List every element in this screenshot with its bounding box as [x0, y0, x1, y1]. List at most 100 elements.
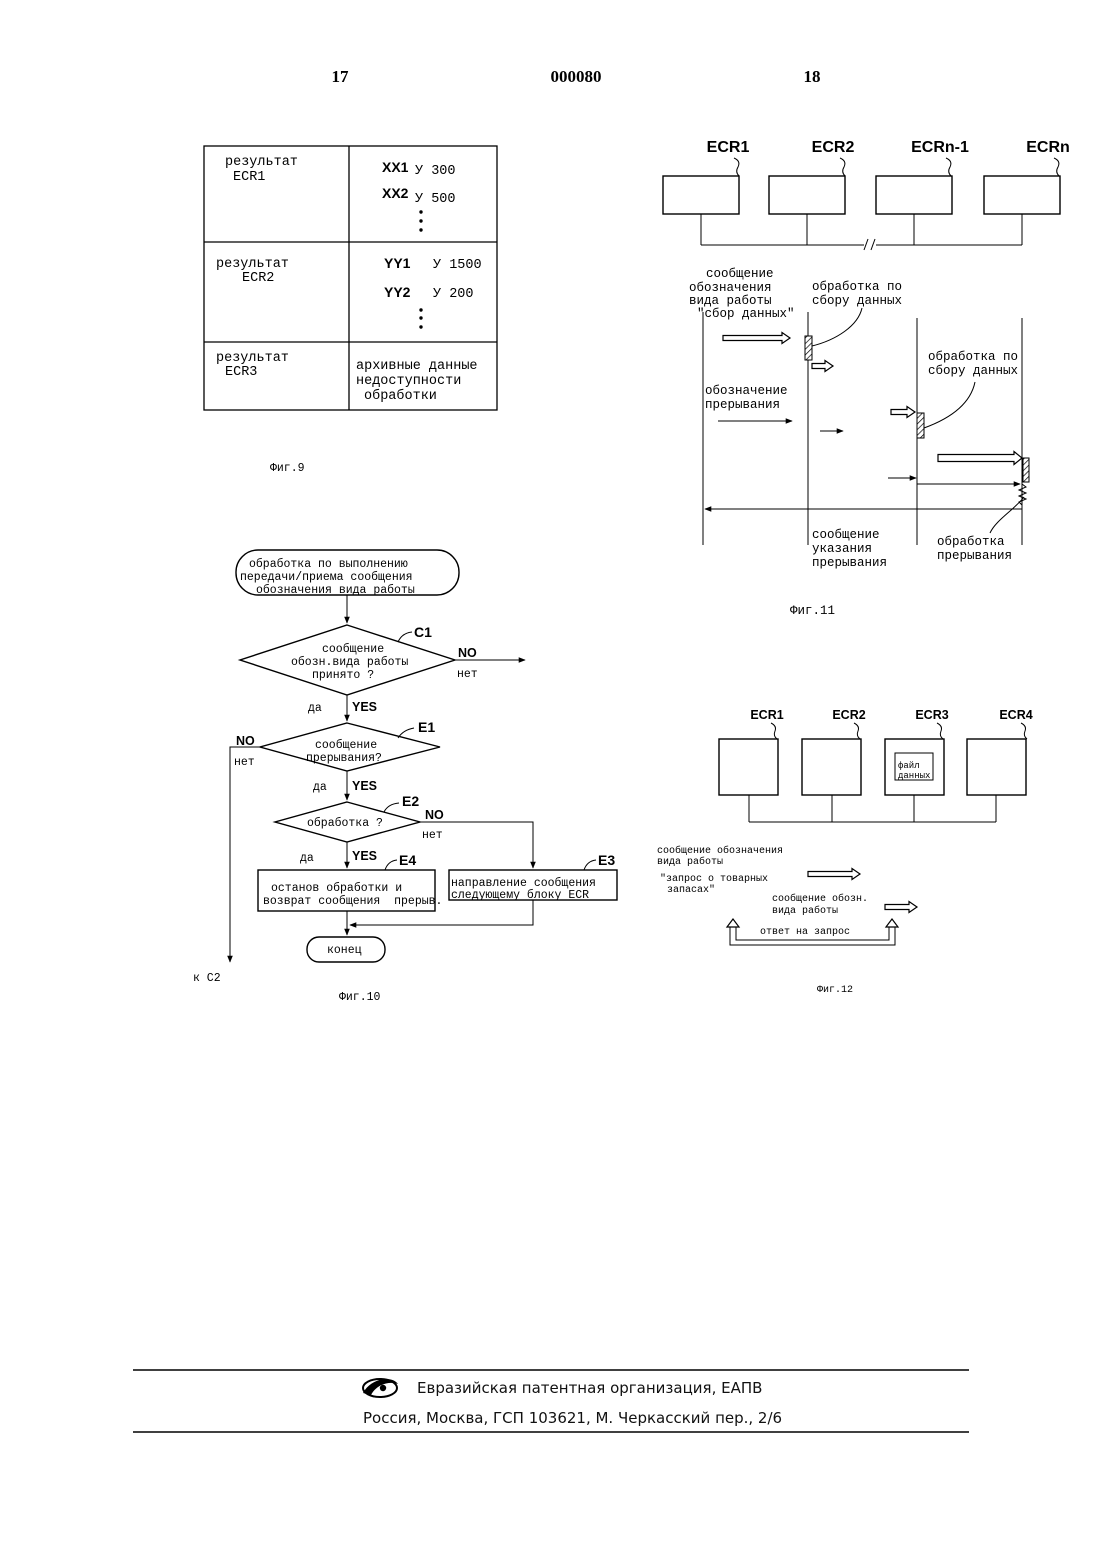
label-leader	[937, 723, 943, 739]
message-label: вида работы	[657, 855, 723, 868]
interrupt-processing-label: обработка	[937, 535, 1005, 549]
flow-arrow	[230, 747, 260, 962]
organization-name: Евразийская патентная организация, ЕАПВ	[417, 1379, 762, 1397]
figure-11-timing-diagram: ECR1 ECR2 ECRn-1 ECRn сообщение обозначе…	[663, 139, 1070, 618]
terminal-text: обработка по выполнению	[249, 558, 408, 571]
unit-label: ECRn	[1026, 139, 1070, 156]
label-leader	[734, 158, 739, 176]
page-header: 17 000080 18	[332, 67, 821, 86]
processing-label: сбору данных	[812, 294, 902, 308]
branch-da: да	[313, 781, 327, 794]
label-leader	[924, 382, 975, 428]
message-label: обозначения	[689, 281, 772, 295]
logo-pupil	[380, 1385, 386, 1391]
step-label: E3	[598, 852, 615, 868]
branch-no: NO	[425, 808, 444, 822]
terminal-text: передачи/приема сообщения	[240, 571, 413, 584]
bus-break-mark	[871, 239, 875, 250]
decision-text: принято ?	[312, 669, 374, 682]
page-number-right: 18	[804, 67, 821, 86]
branch-yes: YES	[352, 779, 377, 793]
item-code: YY2	[384, 284, 411, 300]
figure-caption: Фиг.12	[817, 985, 853, 996]
page-footer: Евразийская патентная организация, ЕАПВ …	[133, 1370, 969, 1432]
figure-10-flowchart: обработка по выполнению передачи/приема …	[193, 550, 617, 1004]
unit-box	[802, 739, 861, 795]
item-code: YY1	[384, 255, 411, 271]
item-value: У 300	[415, 164, 456, 179]
continuation-dots	[419, 210, 422, 231]
dot	[419, 308, 422, 311]
dot	[419, 219, 422, 222]
message-label: вида работы	[772, 904, 838, 917]
message-label: запасах"	[667, 884, 715, 896]
data-file-text: данных	[898, 771, 930, 781]
terminal-text: конец	[327, 944, 362, 957]
dot	[419, 210, 422, 213]
figure-9-table: результат ECR1 XX1 У 300 XX2 У 500 резул…	[204, 146, 497, 475]
branch-net: нет	[457, 668, 478, 681]
up-arrowhead	[886, 919, 898, 927]
branch-no: NO	[236, 734, 255, 748]
eapo-logo	[363, 1379, 398, 1397]
data-file-text: файл	[898, 761, 920, 771]
figure-caption: Фиг.9	[270, 462, 305, 475]
hatched-processing-block	[1023, 458, 1029, 482]
message-label: вида работы	[689, 294, 772, 308]
row-label: результат	[216, 257, 289, 272]
row-label: результат	[216, 351, 289, 366]
label-leader	[398, 632, 412, 642]
unit-label: ECR1	[707, 139, 750, 156]
branch-da: да	[300, 852, 314, 865]
hollow-arrow	[812, 361, 833, 372]
row-label-unit: ECR1	[233, 170, 265, 185]
unit-label: ECR4	[999, 708, 1032, 722]
label-leader	[946, 158, 951, 176]
decision-text: сообщение	[315, 739, 377, 752]
unit-label: ECR2	[812, 139, 855, 156]
interrupt-message-label: указания	[812, 542, 872, 556]
label-leader	[1021, 723, 1027, 739]
process-text: возврат сообщения прерыв.	[263, 895, 442, 908]
goto-c2: к С2	[193, 972, 221, 985]
item-code: XX2	[382, 185, 409, 201]
unit-label: ECR1	[750, 708, 783, 722]
interrupt-label: прерывания	[705, 398, 780, 412]
step-label: E4	[399, 852, 416, 868]
unit-box	[876, 176, 952, 214]
branch-da: да	[308, 702, 322, 715]
decision-text: обработка ?	[307, 817, 383, 830]
processing-label: сбору данных	[928, 364, 1018, 378]
continuation-dots	[419, 308, 422, 328]
process-text: следующему блоку ECR	[451, 889, 589, 902]
organization-address: Россия, Москва, ГСП 103621, М. Черкасски…	[363, 1409, 782, 1427]
item-value: У 500	[415, 192, 456, 207]
decision-text: сообщение	[322, 643, 384, 656]
unit-box	[984, 176, 1060, 214]
process-text: останов обработки и	[271, 882, 402, 895]
reply-label: ответ на запрос	[760, 927, 850, 938]
unit-box	[967, 739, 1026, 795]
dot	[419, 316, 422, 319]
label-leader	[771, 723, 777, 739]
branch-net: нет	[234, 756, 255, 769]
item-value: У 200	[433, 287, 474, 302]
hollow-arrow	[938, 452, 1022, 465]
label-leader	[854, 723, 860, 739]
branch-yes: YES	[352, 849, 377, 863]
decision-text: прерывания?	[306, 752, 382, 765]
label-leader	[584, 860, 596, 870]
unit-box	[769, 176, 845, 214]
cell-text: обработки	[364, 389, 437, 404]
row-label-unit: ECR2	[242, 271, 274, 286]
unit-label: ECRn-1	[911, 139, 969, 156]
label-leader	[384, 803, 399, 812]
unit-box	[663, 176, 739, 214]
hollow-arrow	[723, 333, 790, 344]
interrupt-message-label: сообщение	[812, 528, 880, 542]
interrupt-message-label: прерывания	[812, 556, 887, 570]
interrupt-processing-label: прерывания	[937, 549, 1012, 563]
message-label: сообщение обозн.	[772, 892, 868, 905]
label-leader	[812, 308, 862, 346]
